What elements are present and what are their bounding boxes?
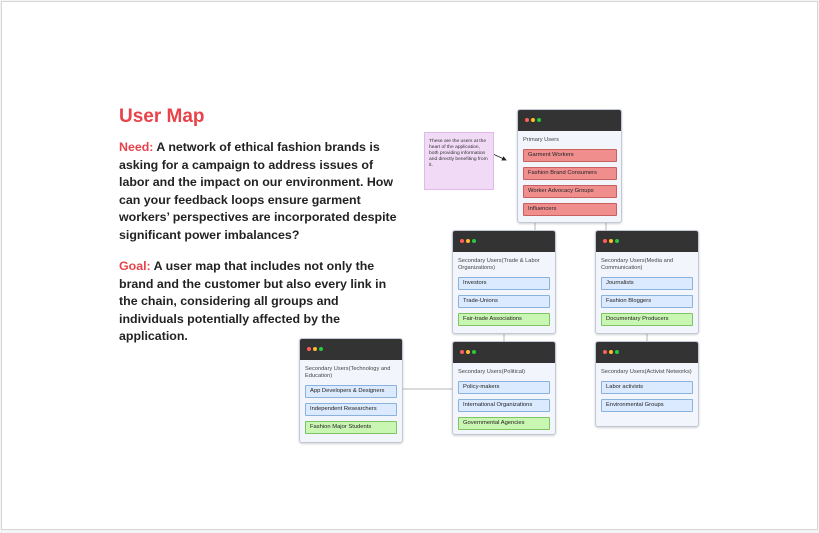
user-item: International Organizations bbox=[458, 399, 550, 412]
activist-networks-window: Secondary Users(Activist Networks) Labor… bbox=[595, 341, 699, 427]
group-title: Secondary Users(Activist Networks) bbox=[601, 369, 692, 375]
user-item: Investors bbox=[458, 277, 550, 290]
user-item: Fashion Brand Consumers bbox=[523, 167, 617, 180]
group-title: Secondary Users(Technology and Education… bbox=[305, 366, 391, 379]
minimize-dot-icon bbox=[466, 239, 470, 243]
user-item: Worker Advocacy Groups bbox=[523, 185, 617, 198]
maximize-dot-icon bbox=[537, 118, 541, 122]
user-item: Fashion Major Students bbox=[305, 421, 397, 434]
need-label: Need: bbox=[119, 140, 154, 154]
close-dot-icon bbox=[307, 347, 311, 351]
close-dot-icon bbox=[460, 239, 464, 243]
user-item: Trade-Unions bbox=[458, 295, 550, 308]
trade-labor-window: Secondary Users(Trade & Labor Organizati… bbox=[452, 230, 556, 334]
close-dot-icon bbox=[603, 239, 607, 243]
window-titlebar bbox=[300, 339, 402, 360]
minimize-dot-icon bbox=[609, 350, 613, 354]
primary-users-window: Primary Users Garment Workers Fashion Br… bbox=[517, 109, 622, 223]
user-item: Independent Researchers bbox=[305, 403, 397, 416]
group-title: Primary Users bbox=[523, 137, 560, 143]
user-item: Documentary Producers bbox=[601, 313, 693, 326]
need-paragraph: Need: A network of ethical fashion brand… bbox=[119, 139, 404, 245]
user-item: Labor activists bbox=[601, 381, 693, 394]
window-titlebar bbox=[453, 342, 555, 363]
user-item: App Developers & Designers bbox=[305, 385, 397, 398]
maximize-dot-icon bbox=[472, 350, 476, 354]
group-title: Secondary Users(Political) bbox=[458, 369, 526, 375]
user-item: Influencers bbox=[523, 203, 617, 216]
window-titlebar bbox=[518, 110, 621, 131]
minimize-dot-icon bbox=[609, 239, 613, 243]
minimize-dot-icon bbox=[466, 350, 470, 354]
maximize-dot-icon bbox=[472, 239, 476, 243]
window-titlebar bbox=[453, 231, 555, 252]
user-item: Environmental Groups bbox=[601, 399, 693, 412]
window-titlebar bbox=[596, 342, 698, 363]
sticky-note: These are the users at the heart of the … bbox=[424, 132, 494, 190]
minimize-dot-icon bbox=[531, 118, 535, 122]
user-item: Journalists bbox=[601, 277, 693, 290]
maximize-dot-icon bbox=[615, 350, 619, 354]
page-title: User Map bbox=[119, 106, 205, 127]
close-dot-icon bbox=[603, 350, 607, 354]
group-title: Secondary Users(Media and Communication) bbox=[601, 258, 674, 271]
goal-paragraph: Goal: A user map that includes not only … bbox=[119, 258, 404, 346]
goal-label: Goal: bbox=[119, 259, 151, 273]
technology-education-window: Secondary Users(Technology and Education… bbox=[299, 338, 403, 443]
user-item: Fashion Bloggers bbox=[601, 295, 693, 308]
close-dot-icon bbox=[525, 118, 529, 122]
user-item: Policy-makers bbox=[458, 381, 550, 394]
need-text: A network of ethical fashion brands is a… bbox=[119, 140, 397, 242]
maximize-dot-icon bbox=[319, 347, 323, 351]
user-item: Garment Workers bbox=[523, 149, 617, 162]
goal-text: A user map that includes not only the br… bbox=[119, 259, 387, 344]
maximize-dot-icon bbox=[615, 239, 619, 243]
political-window: Secondary Users(Political) Policy-makers… bbox=[452, 341, 556, 435]
close-dot-icon bbox=[460, 350, 464, 354]
group-title: Secondary Users(Trade & Labor Organizati… bbox=[458, 258, 540, 271]
user-item: Governmental Agencies bbox=[458, 417, 550, 430]
window-titlebar bbox=[596, 231, 698, 252]
user-item: Fair-trade Associations bbox=[458, 313, 550, 326]
media-communication-window: Secondary Users(Media and Communication)… bbox=[595, 230, 699, 334]
minimize-dot-icon bbox=[313, 347, 317, 351]
sticky-note-text: These are the users at the heart of the … bbox=[429, 139, 488, 168]
